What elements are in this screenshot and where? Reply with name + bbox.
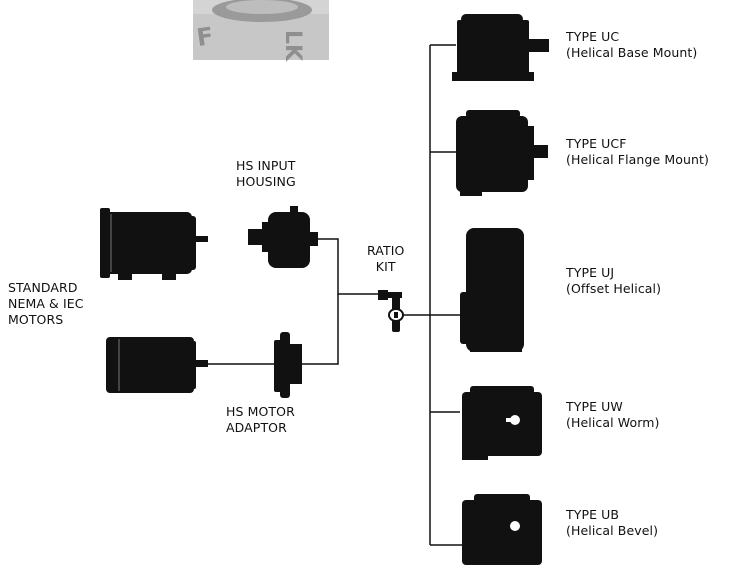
hs-input-housing	[248, 206, 318, 268]
type-name: TYPE UCF	[566, 136, 627, 151]
type-description: (Offset Helical)	[566, 281, 662, 296]
type-description: (Helical Worm)	[566, 415, 660, 430]
type-description: (Helical Flange Mount)	[566, 152, 709, 167]
uw-shaft-bore	[510, 415, 520, 425]
type-name: TYPE UW	[566, 399, 623, 414]
motor-adaptor-label-line: HS MOTOR	[226, 404, 295, 419]
type-name: TYPE UC	[566, 29, 620, 44]
gearbox-uc	[452, 14, 549, 81]
gearbox-ub	[462, 494, 542, 565]
gearbox-uw	[462, 386, 542, 460]
type-uj-label: TYPE UJ (Offset Helical)	[566, 265, 661, 297]
type-uw-label: TYPE UW (Helical Worm)	[566, 399, 660, 431]
nema-motor-top	[100, 208, 208, 280]
type-description: (Helical Base Mount)	[566, 45, 698, 60]
logo-plate-text-right: LK	[280, 30, 305, 62]
motors-label: STANDARD NEMA & IEC MOTORS	[8, 280, 84, 328]
ratio-kit-label: RATIO KIT	[367, 243, 404, 275]
motor-adaptor-label-line: ADAPTOR	[226, 420, 287, 435]
iec-motor-bottom	[106, 337, 208, 393]
type-name: TYPE UB	[566, 507, 620, 522]
type-description: (Helical Bevel)	[566, 523, 659, 538]
motors-label-line: STANDARD	[8, 280, 78, 295]
type-ub-label: TYPE UB (Helical Bevel)	[566, 507, 658, 539]
type-ucf-label: TYPE UCF (Helical Flange Mount)	[566, 136, 709, 168]
hs-motor-adaptor	[274, 332, 302, 398]
motor-adaptor-label: HS MOTOR ADAPTOR	[226, 404, 295, 436]
type-name: TYPE UJ	[566, 265, 615, 280]
type-uc-label: TYPE UC (Helical Base Mount)	[566, 29, 697, 61]
adaptor-connector-line	[300, 294, 339, 365]
input-housing-label-line: HS INPUT	[236, 158, 296, 173]
ratio-kit-label-line: RATIO	[367, 243, 405, 258]
connector-lines	[207, 44, 462, 546]
ratio-kit	[378, 290, 404, 332]
motors-label-line: NEMA & IEC	[8, 296, 84, 311]
gearbox-uj	[460, 228, 524, 352]
ub-shaft-bore	[510, 521, 520, 531]
housing-connector-line	[318, 238, 380, 295]
logo-plate-text-left: F	[195, 22, 215, 52]
motors-label-line: MOTORS	[8, 312, 64, 327]
gearbox-ucf	[456, 110, 548, 196]
input-housing-label-line: HOUSING	[236, 174, 296, 189]
ratio-kit-label-line: KIT	[375, 259, 396, 274]
product-photo: F LK	[193, 0, 329, 62]
input-housing-label: HS INPUT HOUSING	[236, 158, 296, 190]
